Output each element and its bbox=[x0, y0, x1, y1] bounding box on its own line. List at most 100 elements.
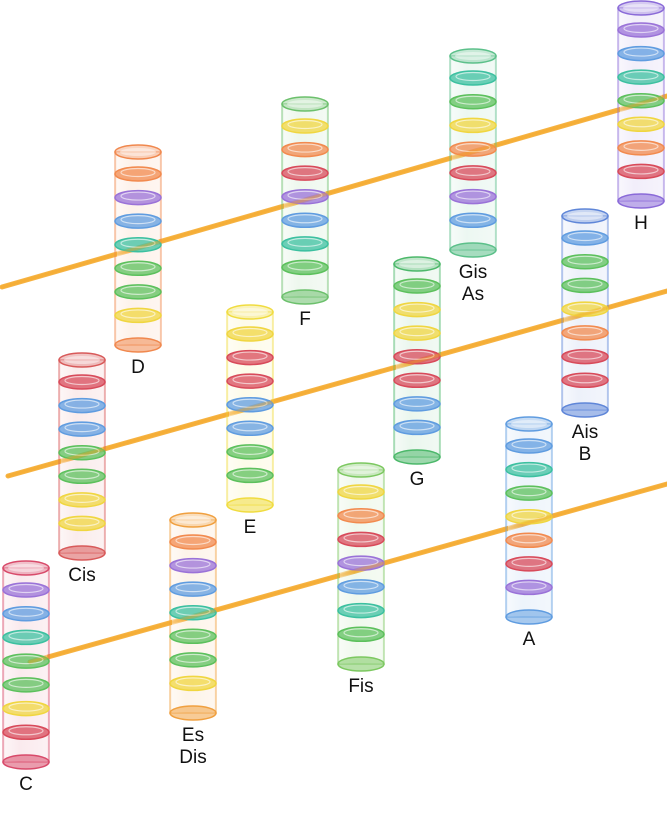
tube-ring-yellow bbox=[114, 307, 162, 324]
tube-ring-highlight bbox=[623, 47, 659, 57]
tube-top-shine bbox=[623, 4, 659, 12]
tube-bottom-cap bbox=[226, 497, 274, 513]
tube-ring-yellow bbox=[226, 326, 274, 342]
tube-ring-green bbox=[337, 626, 385, 643]
tube-ring-highlight bbox=[567, 231, 603, 242]
tube-top-shine bbox=[8, 564, 44, 572]
tube-ring-blue bbox=[226, 396, 274, 413]
tube-ring-teal bbox=[505, 461, 553, 478]
tube-ring-green bbox=[114, 284, 162, 300]
tube-ring-green bbox=[226, 467, 274, 484]
tube-ring-highlight bbox=[64, 470, 100, 480]
tube-ring-highlight bbox=[175, 559, 211, 569]
tube-ring-yellow bbox=[561, 301, 609, 317]
tube-ring-highlight bbox=[232, 327, 268, 338]
tube-ring-yellow bbox=[393, 325, 441, 341]
tube-ring-red bbox=[561, 372, 609, 389]
tube-ring-highlight bbox=[64, 446, 100, 456]
tube-ring-highlight bbox=[287, 190, 323, 200]
tube-bottom-cap bbox=[561, 402, 609, 418]
tube-top-cap bbox=[58, 352, 106, 368]
tube-ring-green bbox=[2, 653, 50, 669]
tube-ring-highlight bbox=[511, 557, 547, 567]
tube-ring-green bbox=[617, 92, 665, 109]
note-name: As bbox=[461, 284, 485, 305]
tube-top-shine bbox=[343, 466, 379, 474]
tube-bottom-cap bbox=[281, 289, 329, 305]
tube-ring-highlight bbox=[175, 630, 211, 640]
tube-ring-highlight bbox=[343, 604, 379, 614]
tube-ring-highlight bbox=[175, 653, 211, 663]
tube-ring-highlight bbox=[567, 303, 603, 313]
tube-ring-highlight bbox=[399, 374, 435, 384]
tube-cis bbox=[58, 352, 106, 561]
tube-ring-purple bbox=[281, 188, 329, 205]
tube-ring-teal bbox=[281, 236, 329, 252]
tube-top-cap bbox=[169, 512, 217, 528]
tube-ring-highlight bbox=[567, 255, 603, 265]
tube-ring-orange bbox=[337, 507, 385, 524]
tube-ring-green bbox=[58, 468, 106, 485]
tube-ring-highlight bbox=[232, 469, 268, 479]
tube-ring-yellow bbox=[2, 700, 50, 717]
tube-top-shine bbox=[399, 260, 435, 268]
tube-fis bbox=[337, 462, 385, 672]
tube-bottom-cap bbox=[2, 754, 50, 770]
tube-ring-highlight bbox=[623, 118, 659, 128]
tube-ring-highlight bbox=[120, 285, 156, 295]
tube-ring-highlight bbox=[623, 165, 659, 175]
tube-ring-highlight bbox=[175, 606, 211, 616]
tube-ring-highlight bbox=[455, 214, 491, 224]
tube-ring-highlight bbox=[64, 399, 100, 409]
tube-ring-purple bbox=[505, 579, 553, 596]
tube-ring-highlight bbox=[399, 421, 435, 431]
tube-ring-red bbox=[337, 531, 385, 548]
tube-ring-highlight bbox=[8, 631, 44, 641]
tube-bottom-cap bbox=[449, 242, 497, 258]
tube-ring-blue bbox=[393, 396, 441, 412]
tube-ring-highlight bbox=[8, 655, 44, 665]
tube-ring-green bbox=[561, 253, 609, 270]
tube-ring-highlight bbox=[120, 191, 156, 201]
tube-ring-purple bbox=[169, 557, 217, 574]
tube-top-cap bbox=[561, 208, 609, 224]
tube-ring-highlight bbox=[511, 439, 547, 450]
connector-line-front-top bbox=[0, 94, 667, 289]
tube-ring-highlight bbox=[623, 23, 659, 34]
tube-ring-highlight bbox=[399, 279, 435, 290]
tube-ring-highlight bbox=[455, 190, 491, 200]
tube-ring-red bbox=[58, 374, 106, 390]
tube-ring-highlight bbox=[455, 119, 491, 129]
tube-ring-red bbox=[393, 372, 441, 389]
tube-top-cap bbox=[449, 48, 497, 64]
tube-ring-red bbox=[449, 165, 497, 181]
note-name: Es bbox=[181, 725, 205, 746]
tube-ring-green bbox=[281, 259, 329, 276]
tube-ring-green bbox=[2, 677, 50, 693]
tube-top-shine bbox=[64, 356, 100, 364]
tube-top-shine bbox=[120, 148, 156, 156]
tube-ring-red bbox=[226, 373, 274, 389]
tube-top-shine bbox=[455, 52, 491, 60]
tube-ring-teal bbox=[114, 236, 162, 253]
tube-ring-green bbox=[226, 444, 274, 460]
tube-ring-highlight bbox=[567, 350, 603, 360]
note-label-e: E bbox=[210, 517, 290, 539]
tube-ring-blue bbox=[337, 579, 385, 595]
note-label-c: C bbox=[0, 774, 66, 796]
tube-ring-highlight bbox=[120, 238, 156, 248]
tube-ring-blue bbox=[617, 45, 665, 62]
tube-g bbox=[393, 256, 441, 465]
tube-ring-highlight bbox=[455, 71, 491, 82]
tube-ring-yellow bbox=[169, 675, 217, 692]
tube-ring-highlight bbox=[399, 350, 435, 360]
note-name: H bbox=[634, 213, 648, 234]
tube-ring-green bbox=[169, 652, 217, 668]
connector-line-top bbox=[0, 93, 667, 290]
tube-ring-orange bbox=[449, 141, 497, 157]
tube-ring-highlight bbox=[232, 375, 268, 385]
tube-ring-blue bbox=[169, 581, 217, 597]
tube-ring-green bbox=[169, 628, 217, 645]
